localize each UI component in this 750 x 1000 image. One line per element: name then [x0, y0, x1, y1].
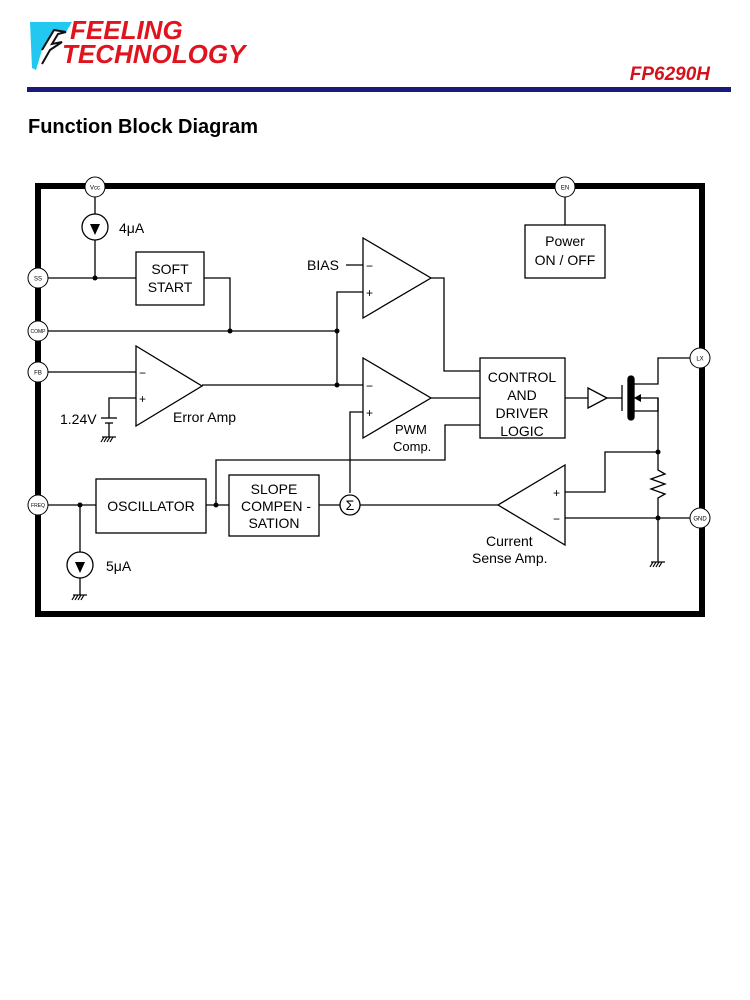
- error-amp-label: Error Amp: [173, 409, 236, 425]
- pin-ss: [27, 267, 49, 289]
- pin-label-lx: LX: [696, 357, 703, 363]
- current-4ua-label: 4μA: [119, 220, 145, 236]
- junction-dot: [334, 382, 340, 388]
- junction-dot: [655, 515, 661, 521]
- pwm-comparator: [362, 356, 433, 440]
- pin-lx: [689, 347, 711, 369]
- current-5ua-label: 5μA: [106, 558, 132, 574]
- oscillator-block: [95, 478, 207, 534]
- slope-label: COMPEN -: [241, 498, 311, 514]
- arrow-4ua-icon: [90, 224, 100, 235]
- soft-start-label: START: [148, 279, 193, 295]
- soft-start-label: SOFT: [151, 261, 189, 277]
- control-label: AND: [507, 387, 537, 403]
- control-label: DRIVER: [496, 405, 549, 421]
- pin-label-en: EN: [561, 186, 569, 192]
- control-label: LOGIC: [500, 423, 544, 439]
- power-label: Power: [545, 233, 585, 249]
- brand-name: FEELING TECHNOLOGY: [62, 15, 245, 67]
- arrow-5ua-icon: [75, 562, 85, 573]
- wire-bias-out: [431, 277, 480, 372]
- pwm-minus-sign: −: [366, 379, 373, 393]
- slope-label: SATION: [248, 515, 299, 531]
- gate-driver-buffer: [587, 386, 609, 410]
- pin-vcc: [84, 176, 106, 198]
- junction-dot: [213, 502, 219, 508]
- chip-outline: [35, 183, 705, 617]
- pin-label-fb: FB: [34, 371, 42, 377]
- oscillator-label: OSCILLATOR: [107, 498, 194, 514]
- junction-dot: [92, 275, 98, 281]
- wire-softstart-comp: [204, 277, 231, 331]
- junction-dot: [655, 449, 661, 455]
- wire-drain-lx: [634, 357, 698, 385]
- pin-label-freq: FREQ: [31, 503, 45, 509]
- power-on-off-block: [524, 224, 606, 279]
- wire-pwm-plus: [349, 411, 363, 493]
- power-label: ON / OFF: [535, 252, 596, 268]
- pin-label-comp: COMP: [31, 329, 47, 335]
- control-label: CONTROL: [488, 369, 557, 385]
- cs-minus-sign: −: [553, 512, 560, 526]
- pin-en: [554, 176, 576, 198]
- mosfet-channel: [627, 375, 635, 421]
- sense-resistor: [649, 463, 667, 518]
- company-logo-icon: [30, 22, 72, 70]
- slope-label: SLOPE: [251, 481, 298, 497]
- header-rule: [27, 87, 731, 92]
- bias-label: BIAS: [307, 257, 339, 273]
- brand-line-1: FEELING: [70, 15, 183, 45]
- bias-comparator: [362, 236, 433, 320]
- pin-freq: [27, 494, 49, 516]
- wire-cs-plus: [565, 451, 658, 493]
- pwm-comp-label: Comp.: [393, 439, 431, 454]
- pin-fb: [27, 361, 49, 383]
- ea-plus-sign: +: [139, 392, 146, 406]
- wire-osc-to-logic: [215, 424, 480, 505]
- current-sense-amplifier: [496, 463, 566, 547]
- ground-icon: [100, 436, 116, 443]
- sigma-icon: Σ: [346, 497, 355, 513]
- junction-dot: [77, 502, 83, 508]
- brand-line-2: TECHNOLOGY: [62, 39, 246, 69]
- ea-minus-sign: −: [139, 366, 146, 380]
- bias-plus-sign: +: [366, 286, 373, 300]
- part-number: FP6290H: [629, 64, 710, 85]
- junction-dot: [227, 328, 233, 334]
- mosfet-arrow-icon: [634, 394, 641, 402]
- pin-label-gnd: GND: [693, 517, 707, 523]
- pwm-plus-sign: +: [366, 406, 373, 420]
- wire-ea-plus: [108, 397, 136, 418]
- cs-plus-sign: +: [553, 486, 560, 500]
- pin-label-ss: SS: [34, 277, 42, 283]
- pin-comp: [27, 320, 49, 342]
- bias-minus-sign: −: [366, 259, 373, 273]
- pin-label-vcc: Vcc: [90, 186, 100, 192]
- current-sense-label: Sense Amp.: [472, 550, 548, 566]
- current-sense-label: Current: [486, 533, 533, 549]
- ref-voltage-label: 1.24V: [60, 411, 97, 427]
- ground-icon: [649, 561, 665, 568]
- junction-dot: [334, 328, 340, 334]
- pin-gnd: [689, 507, 711, 529]
- ground-icon: [71, 594, 87, 601]
- pwm-comp-label: PWM: [395, 422, 427, 437]
- error-amplifier: [135, 344, 204, 428]
- section-title: Function Block Diagram: [28, 116, 259, 138]
- wire-bias-plus: [336, 291, 363, 385]
